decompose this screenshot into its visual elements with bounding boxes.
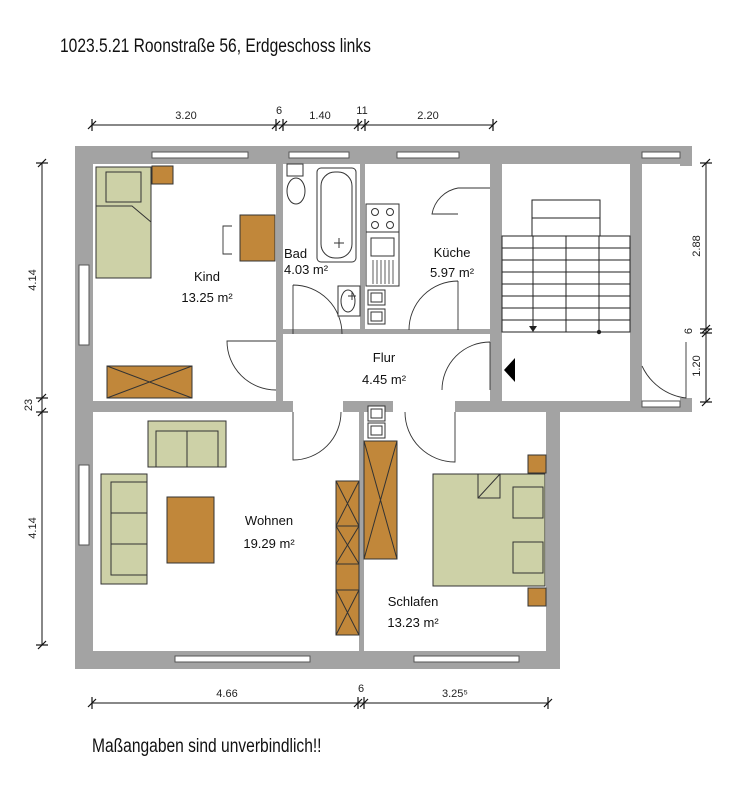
dim-right-lower: 1.20 [691, 355, 703, 376]
dim-top-bad: 1.40 [309, 110, 330, 122]
walls [75, 146, 692, 669]
dim-left-upper: 4.14 [27, 269, 39, 290]
room-name-schlafen: Schlafen [388, 594, 439, 609]
windows [78, 151, 681, 663]
dim-right-wall: 6 [683, 328, 695, 334]
room-name-bad: Bad [284, 246, 307, 261]
room-area-bad: 4.03 m² [284, 262, 329, 277]
schlafen-furniture [363, 440, 547, 607]
dim-bottom-wall: 6 [358, 683, 364, 695]
room-area-kueche: 5.97 m² [430, 265, 475, 280]
kitchen-fixtures [365, 203, 400, 439]
dim-bottom-wohnen: 4.66 [216, 688, 237, 700]
room-labels: Kind 13.25 m² Bad 4.03 m² Küche 5.97 m² … [181, 245, 474, 630]
disclaimer-note: Maßangaben sind unverbindlich!! [92, 736, 322, 757]
dim-top-kueche: 2.20 [417, 110, 438, 122]
door-swings [226, 187, 687, 463]
dim-right-upper: 2.88 [691, 235, 703, 256]
room-name-kueche: Küche [434, 245, 471, 260]
room-name-wohnen: Wohnen [245, 513, 293, 528]
dimension-lines [36, 119, 712, 709]
dim-left-lower: 4.14 [27, 517, 39, 538]
dimension-labels: 3.20 6 1.40 11 2.20 4.66 6 3.25⁵ 4.14 23… [23, 105, 703, 700]
room-area-wohnen: 19.29 m² [243, 536, 295, 551]
room-area-schlafen: 13.23 m² [387, 615, 439, 630]
dim-top-wall2: 11 [356, 105, 367, 117]
wohnen-furniture [100, 420, 360, 636]
dim-bottom-schlafen: 3.25⁵ [442, 688, 468, 700]
bathroom-fixtures [286, 163, 361, 317]
plan-title: 1023.5.21 Roonstraße 56, Erdgeschoss lin… [60, 36, 371, 57]
kind-furniture [95, 165, 276, 399]
room-name-flur: Flur [373, 350, 396, 365]
wardrobe-wohnen [335, 480, 360, 636]
room-area-flur: 4.45 m² [362, 372, 407, 387]
dim-top-wall1: 6 [276, 105, 282, 117]
room-area-kind: 13.25 m² [181, 290, 233, 305]
room-name-kind: Kind [194, 269, 220, 284]
dim-left-wall: 23 [23, 399, 35, 411]
staircase [501, 199, 631, 382]
entrance-arrow-icon [504, 358, 515, 382]
dim-top-kind: 3.20 [175, 110, 196, 122]
